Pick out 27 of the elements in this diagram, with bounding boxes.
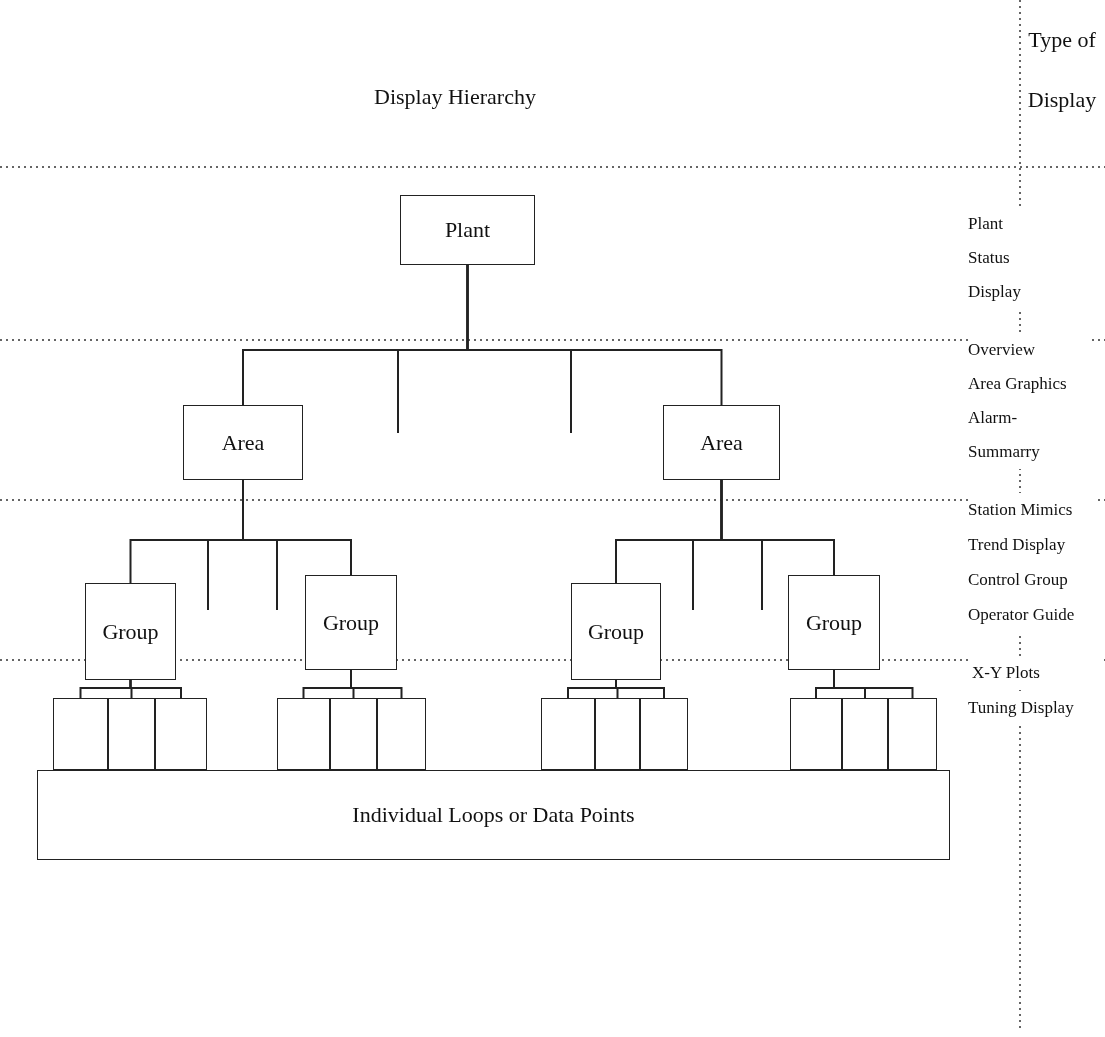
empty-box <box>330 698 377 770</box>
connector-line <box>129 679 182 699</box>
hierarchy-box: Group <box>85 583 176 680</box>
empty-box <box>277 698 330 770</box>
empty-box <box>640 698 688 770</box>
empty-box <box>595 698 640 770</box>
connector-line <box>720 479 835 576</box>
hierarchy-box: Area <box>663 405 780 480</box>
connector-line <box>833 669 914 699</box>
hierarchy-box: Group <box>305 575 397 670</box>
empty-box <box>888 698 937 770</box>
hierarchy-box: Group <box>571 583 661 680</box>
display-type-label: Overview <box>968 333 1088 367</box>
empty-box <box>842 698 888 770</box>
empty-box <box>541 698 595 770</box>
empty-box <box>377 698 426 770</box>
connector-line <box>466 264 723 406</box>
hierarchy-box: Plant <box>400 195 535 265</box>
hierarchy-box: Area <box>183 405 303 480</box>
empty-box <box>790 698 842 770</box>
empty-box <box>108 698 155 770</box>
hierarchy-box: Group <box>788 575 880 670</box>
hierarchy-box: Individual Loops or Data Points <box>37 770 950 860</box>
connector-line <box>242 479 352 576</box>
empty-box <box>53 698 108 770</box>
connector-line <box>350 669 403 699</box>
empty-box <box>155 698 207 770</box>
